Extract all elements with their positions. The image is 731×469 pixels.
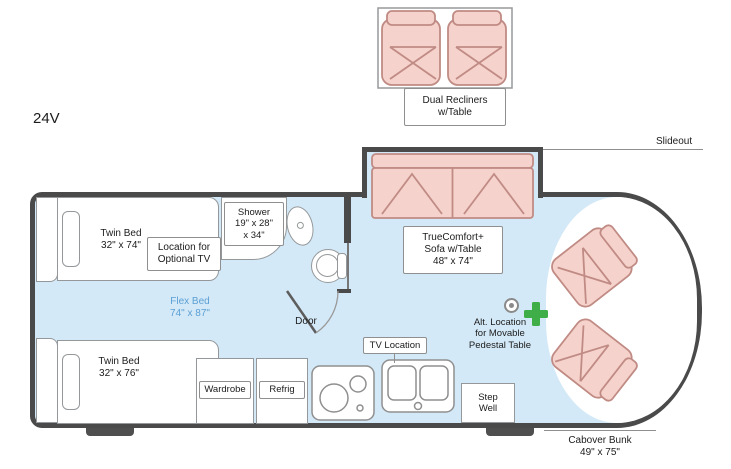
shower-label: Shower 19" x 28" x 34": [224, 202, 284, 246]
sofa-label: TrueComfort+ Sofa w/Table 48" x 74": [403, 226, 503, 274]
pedestal-table-plus-icon: [524, 302, 548, 326]
cooktop-sink-icon: [311, 365, 375, 421]
step-well: Step Well: [461, 383, 515, 423]
cab-recliner-bottom-icon: [551, 318, 638, 402]
twin-bed-bottom: [57, 340, 219, 424]
wardrobe-label: Wardrobe: [199, 381, 251, 399]
flex-bed-label: Flex Bed 74" x 87": [170, 296, 210, 319]
sink-drain-icon: [296, 221, 305, 230]
cabover-bunk-leader-line: [544, 430, 656, 431]
pillow-icon: [62, 354, 80, 410]
tv-location-label: TV Location: [363, 337, 427, 354]
twin-bed-top-label: Twin Bed 32" x 74": [100, 228, 142, 251]
dual-recliners-slideout: [377, 7, 513, 89]
bathroom-wall-segment: [337, 289, 351, 293]
slideout-leader-line: [540, 149, 703, 150]
bathroom-wall-segment: [344, 197, 351, 243]
plan-title: 24V: [33, 110, 60, 127]
cabover-bunk-label: Cabover Bunk 49" x 75": [568, 435, 632, 458]
twin-bed-bottom-label: Twin Bed 32" x 76": [98, 356, 140, 379]
optional-tv-label: Location for Optional TV: [147, 237, 221, 271]
door-label: Door: [295, 316, 317, 327]
cab-recliner-top-icon: [551, 224, 638, 308]
pedestal-table-marker-dot: [509, 303, 514, 308]
tv-location-leader-line: [394, 354, 395, 363]
rear-cabinet-bottom: [36, 338, 58, 423]
sofa-icon: [371, 153, 534, 219]
step-well-label: Step Well: [478, 391, 498, 414]
entry-door-arc: [285, 290, 339, 334]
bathroom-wall-segment: [347, 243, 349, 293]
dual-recliners-label: Dual Recliners w/Table: [404, 88, 506, 126]
double-sink-icon: [381, 359, 455, 413]
kitchen-counter: [311, 359, 455, 421]
slideout-label: Slideout: [656, 136, 693, 147]
recliner-icon: [381, 10, 441, 86]
pedestal-table-marker-icon: [504, 298, 519, 313]
refrig-label: Refrig: [259, 381, 305, 399]
alt-location-label: Alt. Location for Movable Pedestal Table: [468, 317, 532, 351]
recliner-icon: [447, 10, 507, 86]
rear-cabinet-top: [36, 197, 58, 282]
toilet-tank-icon: [337, 253, 347, 279]
pillow-icon: [62, 211, 80, 267]
